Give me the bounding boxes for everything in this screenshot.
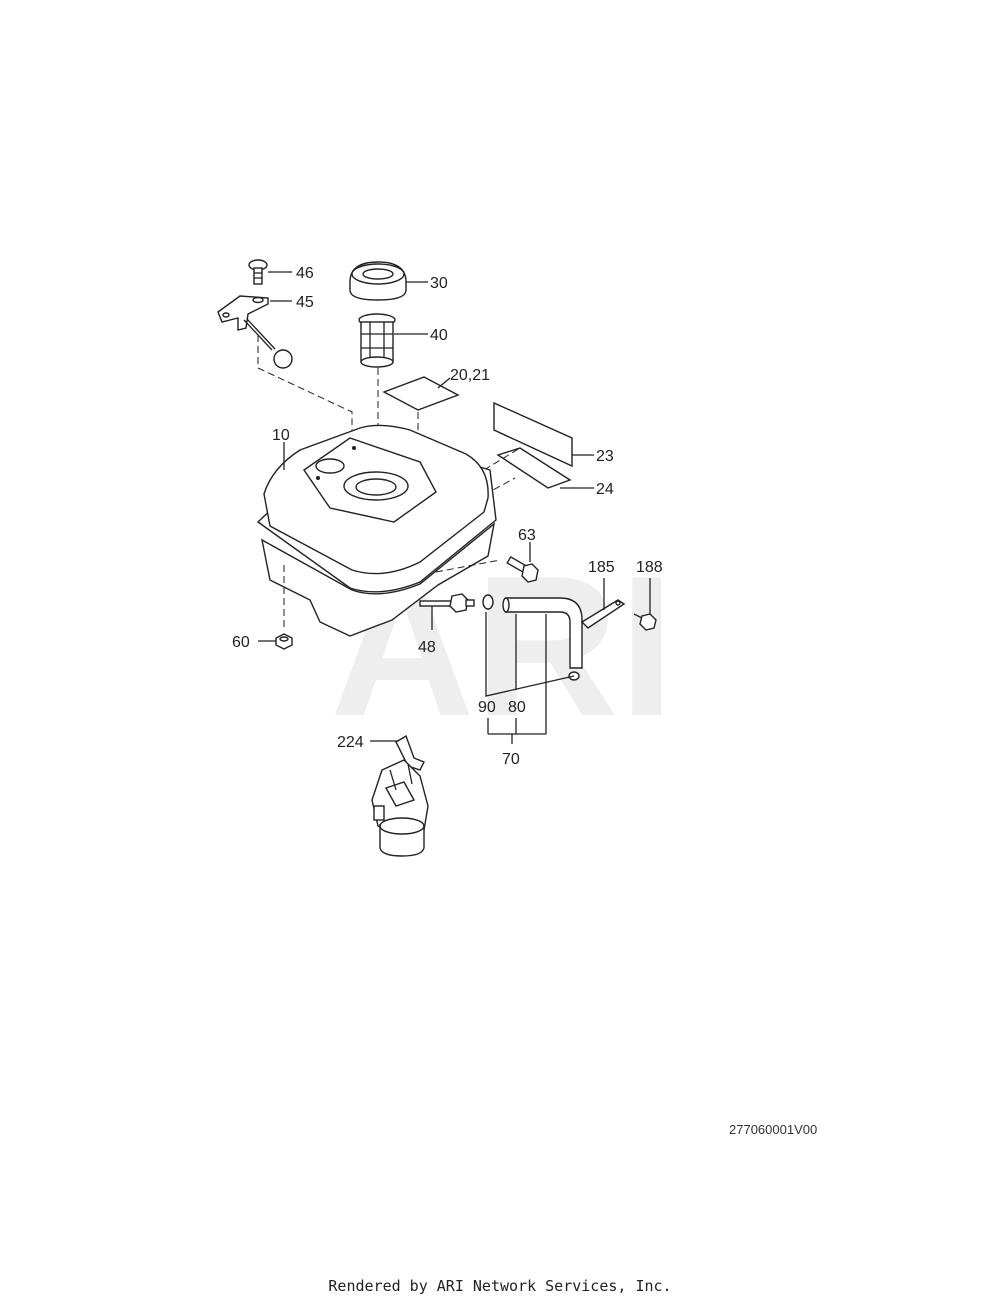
callout-30: 30 bbox=[430, 275, 448, 292]
part-46-screw[interactable] bbox=[248, 259, 268, 285]
callout-40: 40 bbox=[430, 327, 448, 344]
part-185-line-clip[interactable] bbox=[580, 599, 626, 629]
part-24-decal-strip[interactable] bbox=[496, 447, 572, 489]
drawing-id: 277060001V00 bbox=[729, 1122, 818, 1137]
part-23-decal[interactable] bbox=[493, 401, 573, 468]
part-63-bolt[interactable] bbox=[506, 555, 539, 583]
part-30-fuel-cap[interactable] bbox=[349, 261, 407, 301]
callout-60: 60 bbox=[232, 634, 250, 651]
part-60-nut[interactable] bbox=[275, 633, 293, 650]
part-80-fuel-line[interactable] bbox=[502, 597, 583, 669]
callout-188: 188 bbox=[636, 559, 663, 576]
footer-credit: Rendered by ARI Network Services, Inc. bbox=[328, 1277, 672, 1295]
callout-80: 80 bbox=[508, 699, 526, 716]
callout-46: 46 bbox=[296, 265, 314, 282]
callout-70: 70 bbox=[502, 751, 520, 768]
callout-45: 45 bbox=[296, 294, 314, 311]
callout-90: 90 bbox=[478, 699, 496, 716]
part-40-fuel-strainer[interactable] bbox=[358, 313, 396, 368]
part-90-clamp[interactable] bbox=[482, 594, 580, 681]
part-45-gauge-bracket[interactable] bbox=[217, 295, 293, 369]
callout-23: 23 bbox=[596, 448, 614, 465]
callout-10: 10 bbox=[272, 427, 290, 444]
part-224-carburetor[interactable] bbox=[371, 734, 429, 857]
callout-24: 24 bbox=[596, 481, 614, 498]
part-10-fuel-tank[interactable] bbox=[256, 424, 497, 637]
callout-185: 185 bbox=[588, 559, 615, 576]
callout-224: 224 bbox=[337, 734, 364, 751]
part-48-fitting[interactable] bbox=[419, 593, 475, 613]
callout-20-21: 20,21 bbox=[450, 367, 490, 384]
part-20-21-label[interactable] bbox=[382, 376, 460, 411]
callout-63: 63 bbox=[518, 527, 536, 544]
callout-48: 48 bbox=[418, 639, 436, 656]
